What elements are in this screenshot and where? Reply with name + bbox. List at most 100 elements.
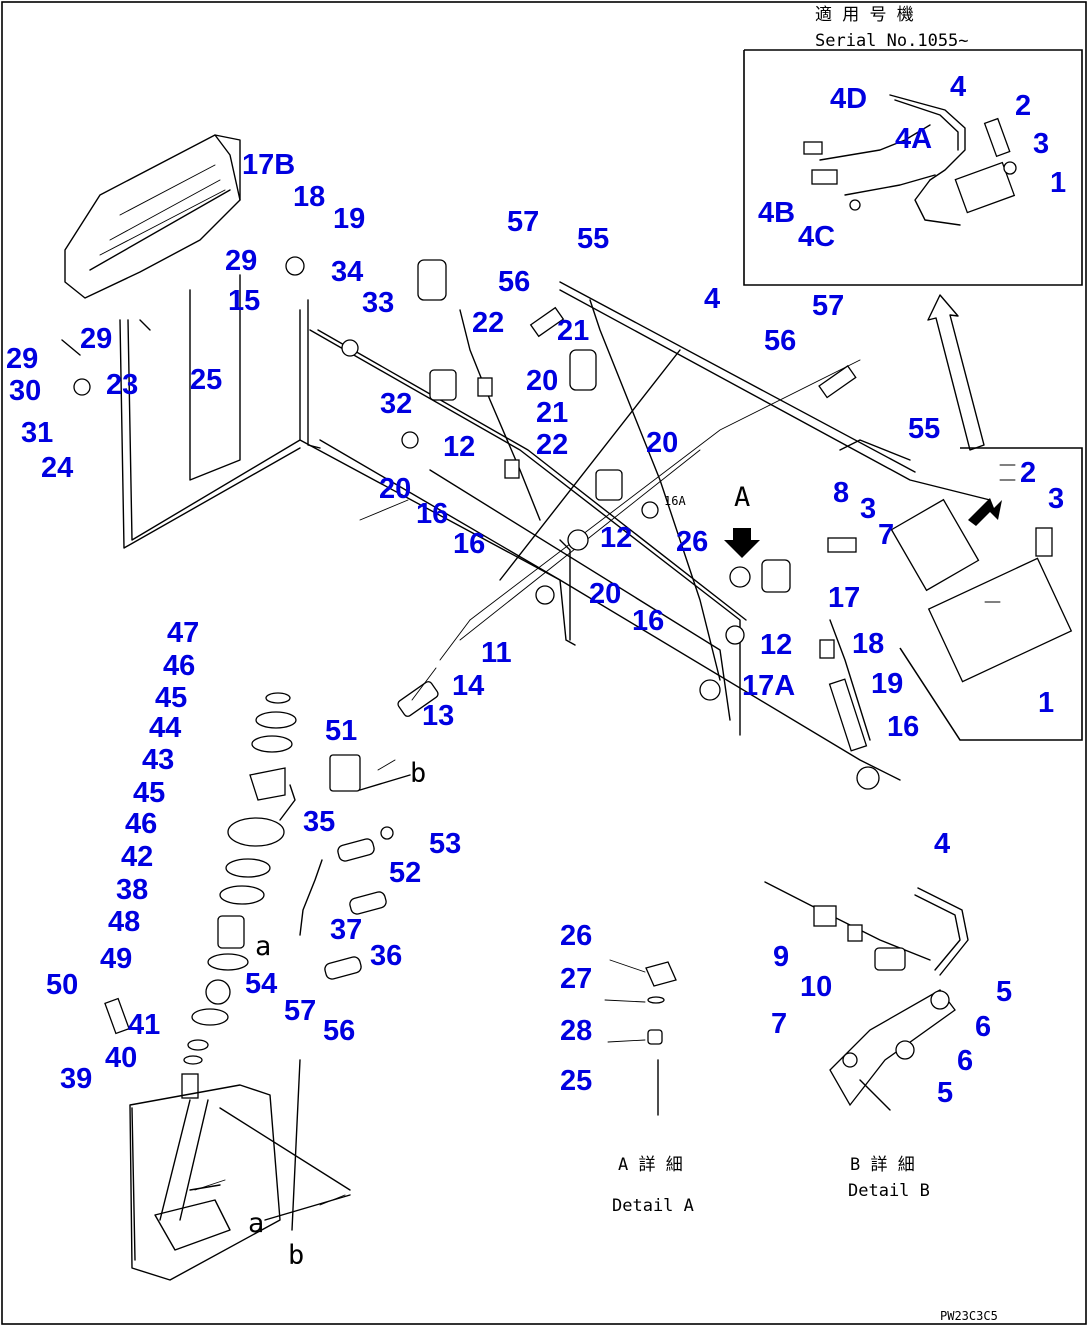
callout-45-upper: 45 xyxy=(155,682,187,714)
callout-15: 15 xyxy=(228,285,260,317)
sub-label-a-lower: a xyxy=(248,1208,264,1239)
components xyxy=(61,256,1073,790)
callout-29-top: 29 xyxy=(225,245,257,277)
callout-30: 30 xyxy=(9,375,41,407)
callout-41: 41 xyxy=(128,1009,160,1041)
sub-label-b-upper: b xyxy=(410,758,426,789)
callout-23: 23 xyxy=(106,369,138,401)
serial-inset-box xyxy=(743,49,1083,286)
callout-11: 11 xyxy=(481,637,512,669)
callout-6-upper: 6 xyxy=(975,1011,991,1043)
inset-arrow xyxy=(927,294,985,451)
callout-1-right: 1 xyxy=(1038,687,1054,719)
callout-56-lower: 56 xyxy=(323,1015,355,1047)
callout-7-detail-b: 7 xyxy=(771,1008,787,1040)
callout-44: 44 xyxy=(149,712,181,744)
callout-9: 9 xyxy=(773,941,789,973)
callout-3-inset: 3 xyxy=(1033,128,1049,160)
callout-56-right: 56 xyxy=(764,325,796,357)
callout-18-right: 18 xyxy=(852,628,884,660)
callout-38: 38 xyxy=(116,874,148,906)
lever-assembly xyxy=(104,692,411,1281)
callout-55-right: 55 xyxy=(908,413,940,445)
callout-50: 50 xyxy=(46,969,78,1001)
callout-21-mid: 21 xyxy=(536,397,568,429)
callout-29-mid: 29 xyxy=(80,323,112,355)
detail-a-parts xyxy=(604,959,677,1116)
detail-a-arrow-label: A xyxy=(734,482,750,513)
callout-56-top: 56 xyxy=(498,266,530,298)
callout-40: 40 xyxy=(105,1042,137,1074)
callout-22-mid: 22 xyxy=(536,429,568,461)
callout-20-right: 20 xyxy=(646,427,678,459)
callout-18-top: 18 xyxy=(293,181,325,213)
callout-4B: 4B xyxy=(758,197,795,229)
sub-label-16a: 16A xyxy=(664,494,686,508)
callout-8: 8 xyxy=(833,477,849,509)
callout-26: 26 xyxy=(676,526,708,558)
callout-13: 13 xyxy=(422,700,454,732)
callout-22-top: 22 xyxy=(472,307,504,339)
callout-28: 28 xyxy=(560,1015,592,1047)
callout-17B: 17B xyxy=(242,149,295,181)
serial-en-text: Serial No.1055~ xyxy=(815,31,969,51)
right-detail-box xyxy=(899,447,1083,741)
callout-53: 53 xyxy=(429,828,461,860)
callout-16-b: 16 xyxy=(453,528,485,560)
callout-4-inset: 4 xyxy=(950,71,966,103)
callout-17A: 17A xyxy=(742,670,795,702)
callout-46-lower: 46 xyxy=(125,808,157,840)
callout-31: 31 xyxy=(21,417,53,449)
callout-57-top: 57 xyxy=(507,206,539,238)
pipe-routes xyxy=(119,274,991,781)
callout-48: 48 xyxy=(108,906,140,938)
callout-25: 25 xyxy=(190,364,222,396)
callout-7: 7 xyxy=(878,519,894,551)
callout-25-detail: 25 xyxy=(560,1065,592,1097)
callout-2-right: 2 xyxy=(1020,457,1036,489)
callout-32: 32 xyxy=(380,388,412,420)
callout-27: 27 xyxy=(560,963,592,995)
engine-block xyxy=(64,134,241,299)
leader-lines xyxy=(194,464,1016,1206)
callout-29-left: 29 xyxy=(6,343,38,375)
callout-2-inset: 2 xyxy=(1015,90,1031,122)
callout-42: 42 xyxy=(121,841,153,873)
callout-55-top: 55 xyxy=(577,223,609,255)
callout-16-a: 16 xyxy=(416,498,448,530)
callout-54: 54 xyxy=(245,968,277,1000)
callout-6-lower: 6 xyxy=(957,1045,973,1077)
callout-19-top: 19 xyxy=(333,203,365,235)
callout-12-mid: 12 xyxy=(600,522,632,554)
detail-a-arrow xyxy=(724,528,760,558)
callout-36: 36 xyxy=(370,940,402,972)
callout-12-right: 12 xyxy=(760,629,792,661)
detail-a-jp-text: A 詳 細 xyxy=(618,1155,683,1175)
callout-5-upper: 5 xyxy=(996,976,1012,1008)
callout-37: 37 xyxy=(330,914,362,946)
sub-label-a-upper: a xyxy=(255,931,271,962)
callout-57-lower: 57 xyxy=(284,995,316,1027)
serial-jp-text: 適 用 号 機 xyxy=(815,5,914,25)
detail-b-parts xyxy=(764,881,969,1111)
callout-4A: 4A xyxy=(895,123,932,155)
callout-3-mid: 3 xyxy=(860,493,876,525)
callout-4-main: 4 xyxy=(704,283,720,315)
detail-b-en-text: Detail B xyxy=(848,1181,930,1201)
callout-45-lower: 45 xyxy=(133,777,165,809)
callout-26-detail: 26 xyxy=(560,920,592,952)
callout-16-d: 16 xyxy=(887,711,919,743)
callout-12-left: 12 xyxy=(443,431,475,463)
callout-4C: 4C xyxy=(798,221,835,253)
callout-19-right: 19 xyxy=(871,668,903,700)
callout-4-detail-b: 4 xyxy=(934,828,950,860)
sub-label-b-lower: b xyxy=(288,1240,304,1271)
detail-b-jp-text: B 詳 細 xyxy=(850,1155,915,1175)
callout-33: 33 xyxy=(362,287,394,319)
callout-49: 49 xyxy=(100,943,132,975)
callout-21-top: 21 xyxy=(557,315,589,347)
callout-16-c: 16 xyxy=(632,605,664,637)
callout-24: 24 xyxy=(41,452,73,484)
